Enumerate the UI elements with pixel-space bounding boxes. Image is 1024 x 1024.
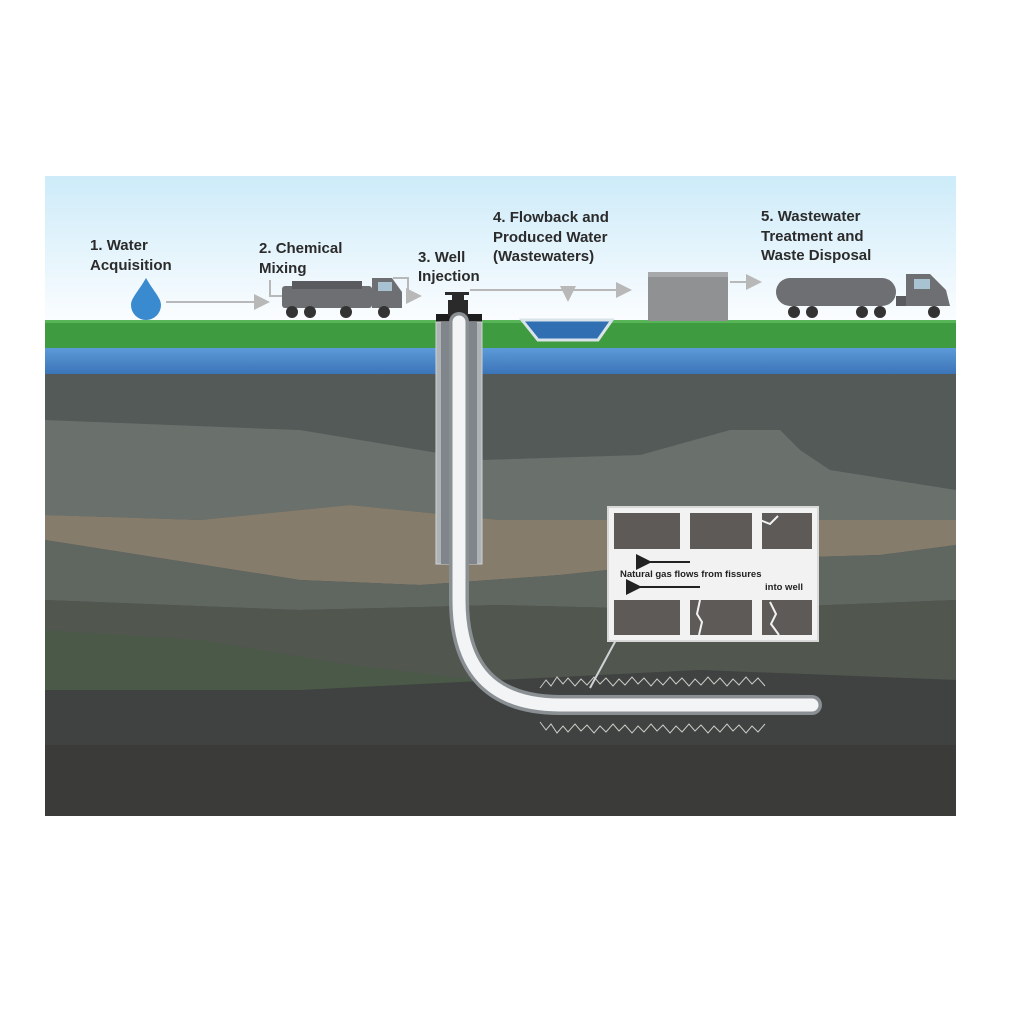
step-title: Chemical: [276, 240, 343, 257]
step-4-label: 4. Flowback and Produced Water (Wastewat…: [493, 209, 609, 265]
fracture-zone: [539, 676, 766, 734]
step-1-label: 1. Water Acquisition: [90, 237, 172, 274]
step-title-line2: Produced Water: [493, 229, 608, 246]
svg-text:1. Water: 1. Water: [90, 237, 148, 254]
step-title-line2: Treatment and: [761, 228, 864, 245]
svg-text:2. Chemical: 2. Chemical: [259, 240, 342, 257]
svg-text:3. Well: 3. Well: [418, 249, 465, 266]
water-drop-icon: [131, 278, 161, 320]
step-number: 1.: [90, 237, 103, 254]
aquifer-layer: [45, 348, 956, 374]
step-number: 4.: [493, 209, 506, 226]
step-title-line2: Mixing: [259, 260, 307, 277]
step-title-line2: Injection: [418, 268, 480, 285]
process-arrows: [166, 274, 762, 310]
tanker-truck-icon: [776, 274, 950, 318]
mixing-truck-icon: [282, 278, 402, 318]
storage-tank-icon: [648, 272, 728, 321]
inset-caption-line1: Natural gas flows from fissures: [620, 569, 761, 580]
step-title: Flowback and: [510, 209, 609, 226]
wastewater-pit: [518, 318, 615, 342]
rock-strata: [45, 374, 956, 816]
step-number: 2.: [259, 240, 272, 257]
step-number: 3.: [418, 249, 431, 266]
inset-pointer: [589, 639, 617, 689]
step-3-label: 3. Well Injection: [418, 249, 480, 285]
fissure-inset: Natural gas flows from fissures into wel…: [607, 506, 819, 642]
step-title-line2: Acquisition: [90, 257, 172, 274]
step-title: Water: [107, 237, 148, 254]
ground-surface: [45, 320, 956, 348]
step-2-label: 2. Chemical Mixing: [259, 240, 342, 277]
inset-caption-line2: into well: [765, 582, 803, 593]
step-number: 5.: [761, 208, 774, 225]
step-title: Well: [435, 249, 466, 266]
step-title: Wastewater: [778, 208, 861, 225]
step-title-line3: (Wastewaters): [493, 248, 594, 265]
step-title-line3: Waste Disposal: [761, 247, 871, 264]
step-5-label: 5. Wastewater Treatment and Waste Dispos…: [761, 208, 871, 264]
svg-text:4. Flowback and: 4. Flowback and: [493, 209, 609, 226]
svg-text:5. Wastewater: 5. Wastewater: [761, 208, 861, 225]
